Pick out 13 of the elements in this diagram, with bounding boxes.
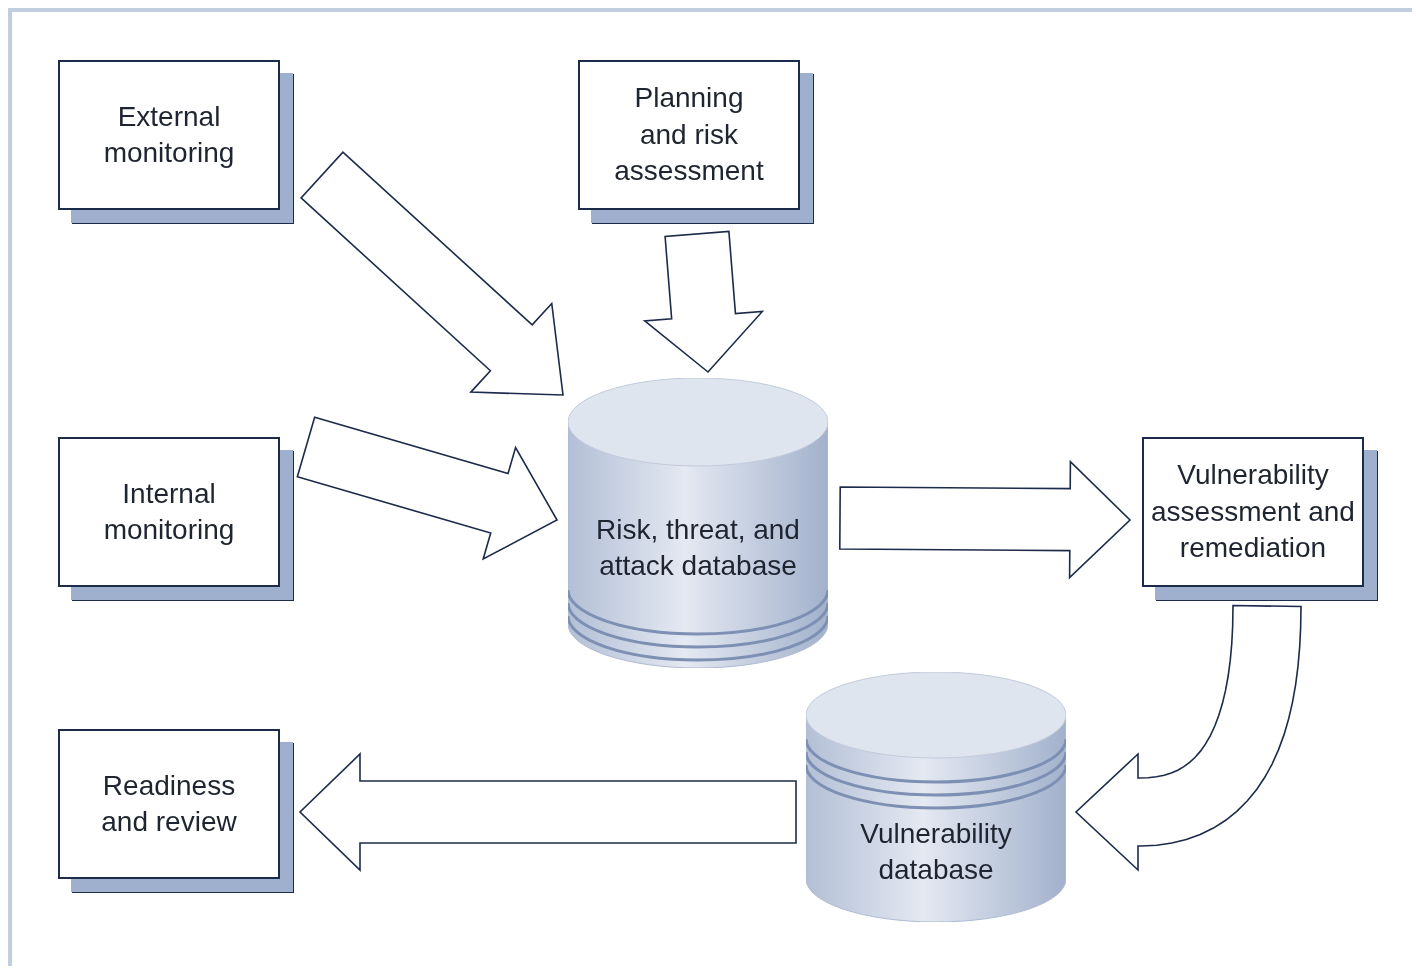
block-arrow [299,150,564,396]
block-arrow [642,230,765,374]
node-label: Readiness and review [100,768,238,839]
node-label: Vulnerability assessment and remediation [1150,458,1356,566]
database-cylinder [806,672,1066,922]
node-label: Risk, threat, and attack database [595,512,801,583]
node-label: External monitoring [102,99,236,170]
node-label: Vulnerability database [859,816,1013,887]
block-arrow [839,459,1132,580]
node-label: Planning and risk assessment [614,81,764,189]
node-label: Internal monitoring [102,476,236,547]
block-arrow [298,752,797,872]
database-cylinder [568,378,828,668]
